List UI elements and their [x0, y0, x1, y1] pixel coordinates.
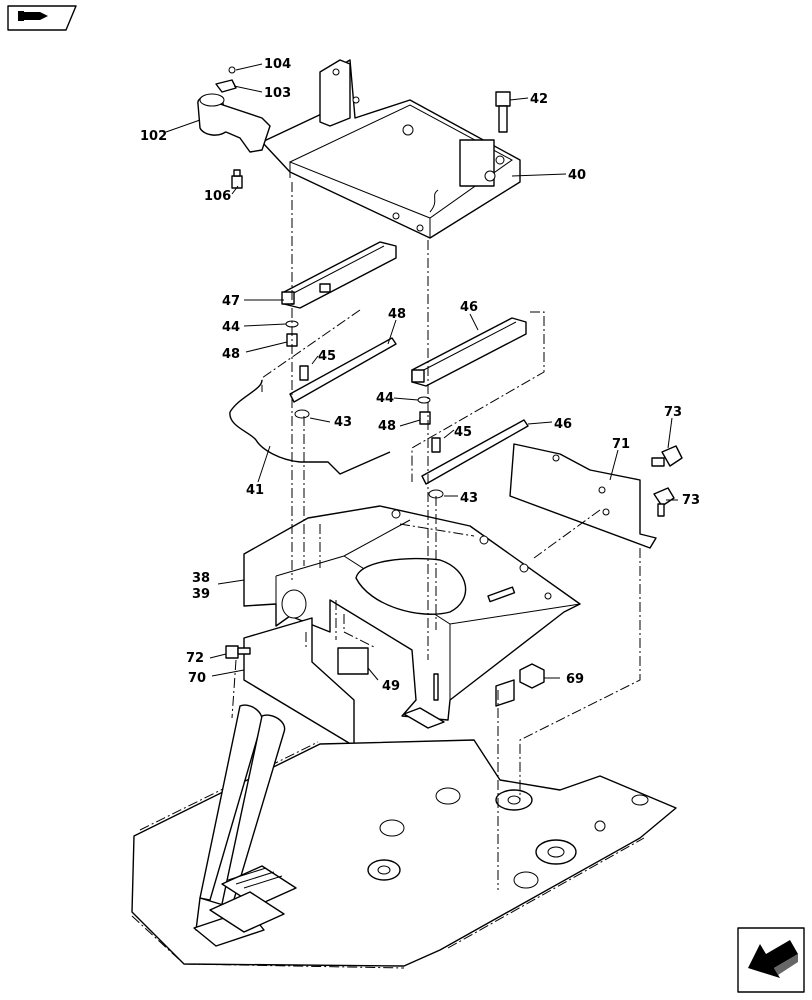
cover-plate — [509, 443, 657, 549]
bolt-73-upper — [651, 445, 683, 467]
callout-46-right-rail: 46 — [460, 300, 478, 315]
callout-43-right: 43 — [460, 491, 478, 506]
callout-72: 72 — [186, 651, 204, 666]
seat-mounting-plate — [261, 59, 521, 239]
callout-71: 71 — [612, 437, 630, 452]
seat-release-cable — [229, 379, 391, 475]
bolt-42 — [495, 91, 511, 133]
hand-pointing-right-icon — [18, 11, 48, 21]
bolt-73-lower — [653, 487, 675, 517]
callout-40: 40 — [568, 168, 586, 183]
callout-47: 47 — [222, 294, 240, 309]
callout-43-left: 43 — [334, 415, 352, 430]
fasteners — [285, 320, 444, 499]
callout-104: 104 — [264, 57, 291, 72]
callout-38: 38 — [192, 571, 210, 586]
callout-46-right-strip: 46 — [554, 417, 572, 432]
alignment-lines — [231, 182, 641, 890]
leader-lines — [165, 63, 678, 681]
arrow-down-left-icon — [748, 940, 798, 978]
callout-70: 70 — [188, 671, 206, 686]
callout-48-left-strip: 48 — [388, 307, 406, 322]
seat-console-box — [243, 505, 581, 729]
seat-slide-rail-left — [281, 241, 397, 309]
callout-45-right: 45 — [454, 425, 472, 440]
bolt-72 — [225, 645, 251, 659]
callout-73-upper: 73 — [664, 405, 682, 420]
side-plate — [243, 617, 369, 747]
rail-group-bracket-left — [261, 309, 361, 392]
rail-strip-left — [289, 337, 397, 403]
callout-39: 39 — [192, 587, 210, 602]
cup-holder — [197, 66, 271, 189]
callout-45-left: 45 — [318, 349, 336, 364]
callout-73-lower: 73 — [682, 493, 700, 508]
callout-103: 103 — [264, 86, 291, 101]
callout-48-left-bolt: 48 — [222, 347, 240, 362]
callout-42: 42 — [530, 92, 548, 107]
callout-106: 106 — [204, 189, 231, 204]
bolt-69 — [519, 663, 545, 689]
next-button[interactable] — [737, 927, 805, 993]
callout-44-left: 44 — [222, 320, 240, 335]
travel-levers-and-pedals — [193, 704, 297, 947]
callout-49: 49 — [382, 679, 400, 694]
rail-strip-right — [421, 419, 529, 485]
rail-group-bracket-right — [411, 311, 545, 482]
callout-labels: 104 103 102 106 42 40 47 44 48 48 46 45 … — [140, 57, 700, 694]
callout-48-right-bolt: 48 — [378, 419, 396, 434]
callout-41: 41 — [246, 483, 264, 498]
back-button[interactable] — [7, 5, 77, 31]
callout-102: 102 — [140, 129, 167, 144]
callout-44-right: 44 — [376, 391, 394, 406]
seat-slide-rail-right — [411, 317, 527, 387]
callout-69: 69 — [566, 672, 584, 687]
